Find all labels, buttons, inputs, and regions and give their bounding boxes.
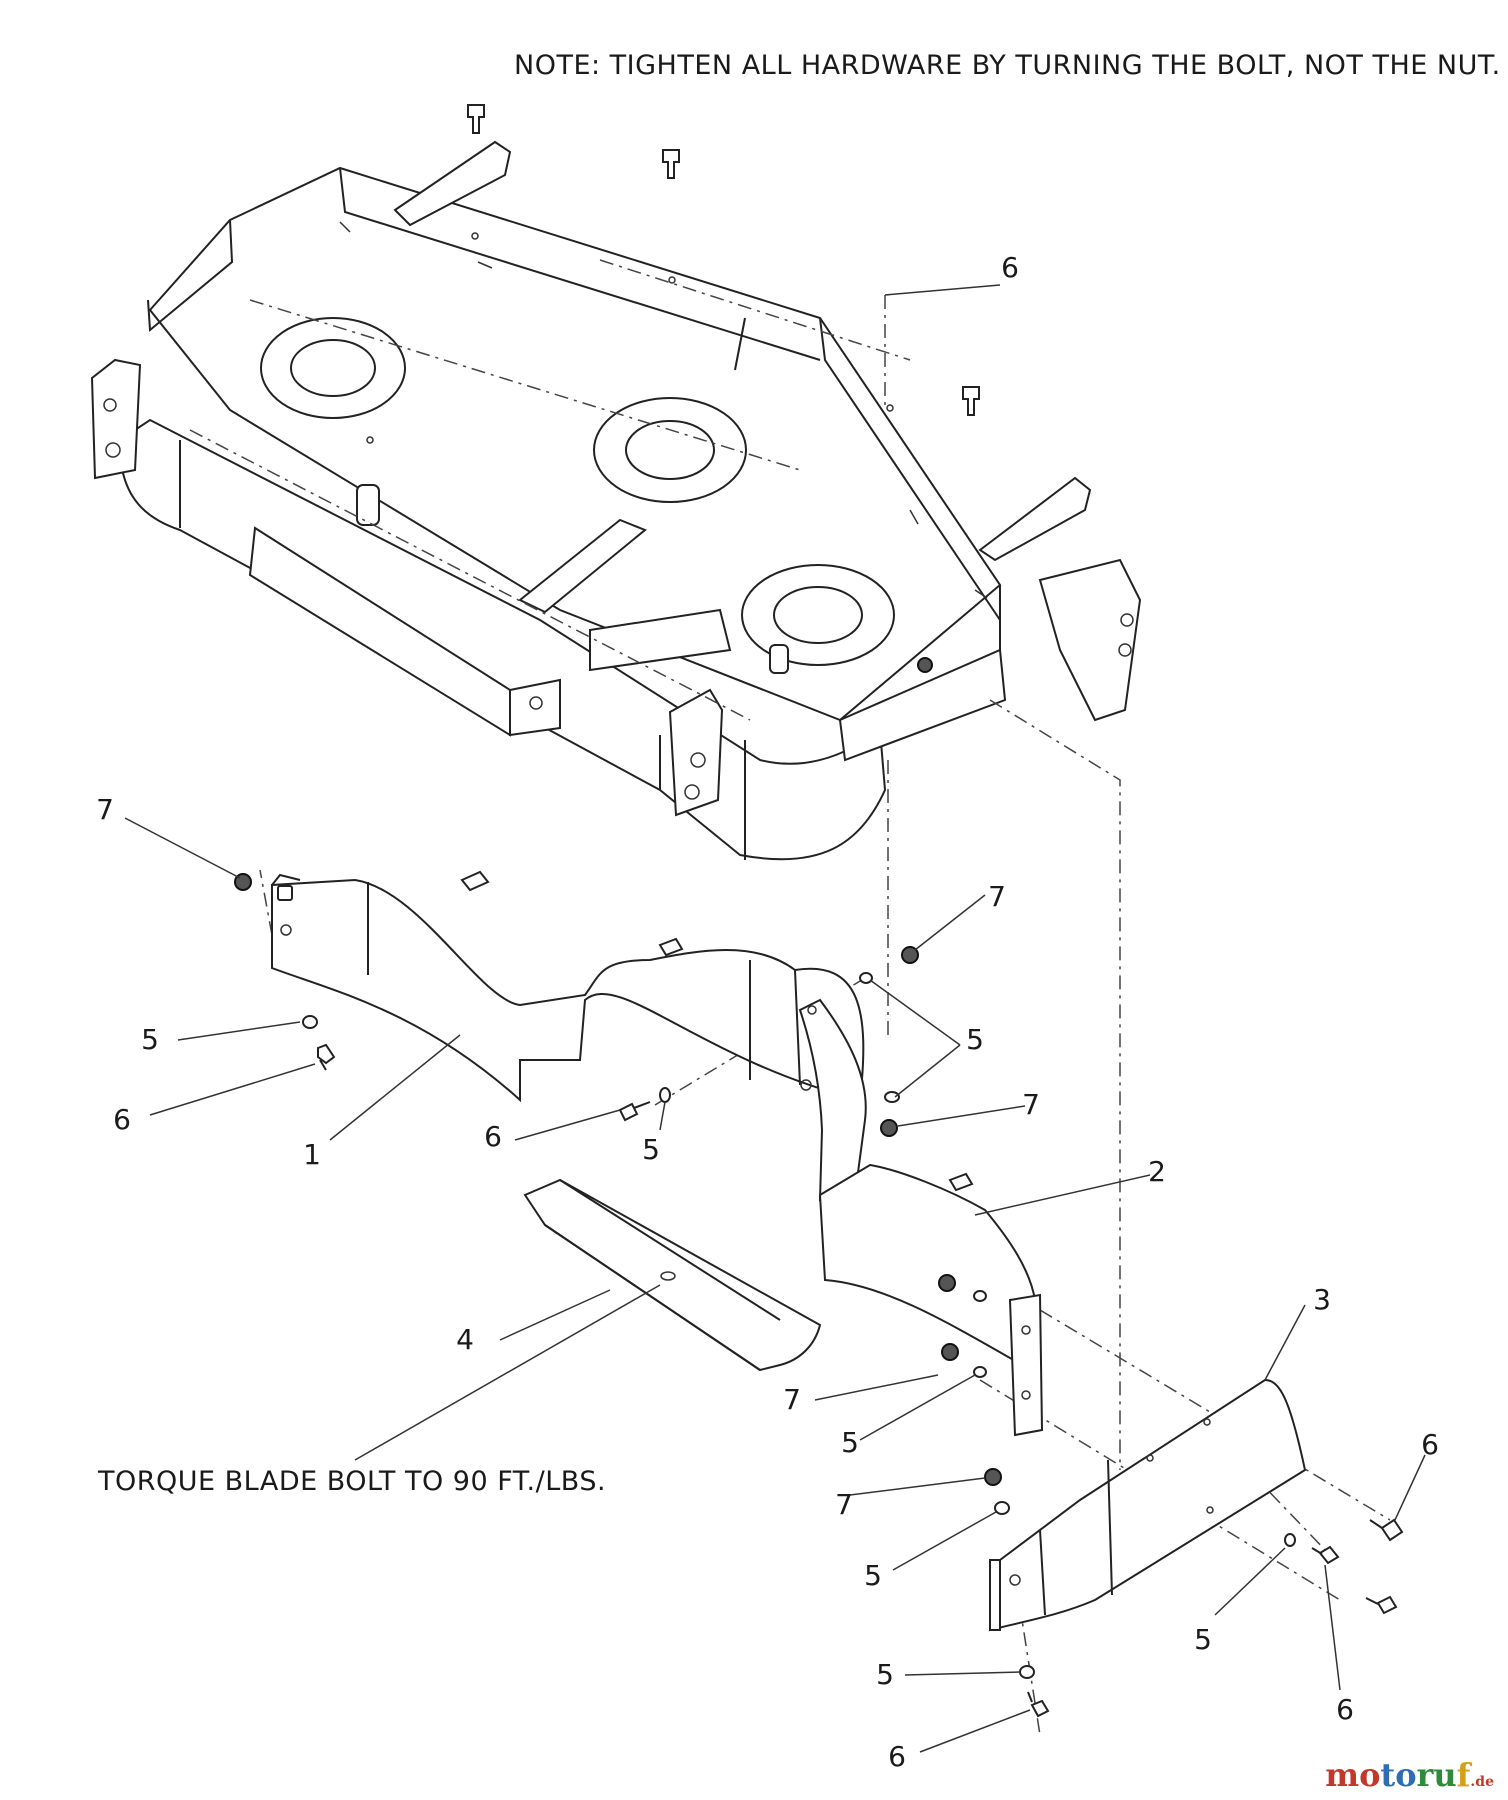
callout-4: 4 bbox=[456, 1323, 474, 1356]
torque-note: TORQUE BLADE BOLT TO 90 FT./LBS. bbox=[98, 1466, 607, 1497]
part-4-blade bbox=[523, 1178, 822, 1372]
callout-3: 3 bbox=[1313, 1283, 1331, 1316]
callout-7: 7 bbox=[835, 1488, 853, 1521]
callout-7: 7 bbox=[96, 793, 114, 826]
callout-6: 6 bbox=[113, 1103, 131, 1136]
callout-7: 7 bbox=[988, 880, 1006, 913]
callout-6: 6 bbox=[888, 1740, 906, 1773]
callout-6: 6 bbox=[1336, 1693, 1354, 1726]
callout-5: 5 bbox=[864, 1559, 882, 1592]
callout-5: 5 bbox=[141, 1023, 159, 1056]
callout-6: 6 bbox=[1001, 251, 1019, 284]
hardware-note: NOTE: TIGHTEN ALL HARDWARE BY TURNING TH… bbox=[514, 50, 1501, 81]
callout-5: 5 bbox=[966, 1023, 984, 1056]
callout-5: 5 bbox=[642, 1133, 660, 1166]
callout-7: 7 bbox=[1022, 1088, 1040, 1121]
hardware bbox=[234, 873, 1404, 1718]
callout-5: 5 bbox=[1194, 1623, 1212, 1656]
mower-deck bbox=[90, 104, 1142, 861]
part-2-baffle bbox=[818, 1163, 1044, 1437]
callout-6: 6 bbox=[484, 1120, 502, 1153]
callout-2: 2 bbox=[1148, 1155, 1166, 1188]
callout-6: 6 bbox=[1421, 1428, 1439, 1461]
callout-7: 7 bbox=[783, 1383, 801, 1416]
leader-lines bbox=[124, 284, 1426, 1753]
part-1-baffle bbox=[271, 870, 867, 1202]
watermark-logo: motoruf.de bbox=[1325, 1756, 1494, 1794]
callout-5: 5 bbox=[876, 1658, 894, 1691]
part-3-deflector bbox=[988, 1378, 1307, 1632]
callout-1: 1 bbox=[303, 1138, 321, 1171]
callout-5: 5 bbox=[841, 1426, 859, 1459]
